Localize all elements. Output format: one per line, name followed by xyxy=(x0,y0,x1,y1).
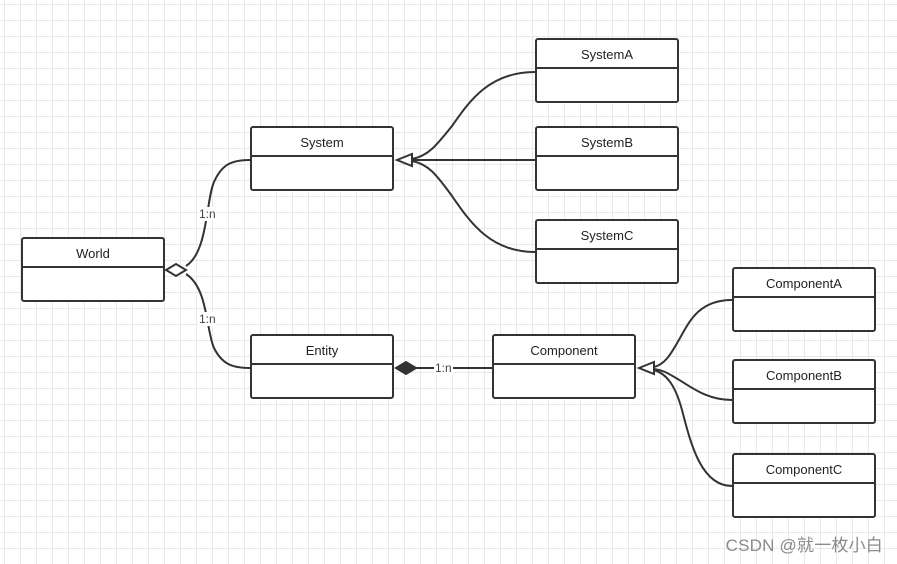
class-body xyxy=(537,69,677,101)
class-entity[interactable]: Entity xyxy=(250,334,394,399)
class-name: ComponentC xyxy=(734,455,874,484)
multiplicity-world-system: 1:n xyxy=(198,207,217,221)
class-system[interactable]: System xyxy=(250,126,394,191)
class-component-c[interactable]: ComponentC xyxy=(732,453,876,518)
class-system-a[interactable]: SystemA xyxy=(535,38,679,103)
class-name: ComponentB xyxy=(734,361,874,390)
class-body xyxy=(252,365,392,397)
class-body xyxy=(734,484,874,516)
edge-world-entity xyxy=(185,273,251,369)
class-component[interactable]: Component xyxy=(492,334,636,399)
class-name: SystemC xyxy=(537,221,677,250)
multiplicity-entity-component: 1:n xyxy=(434,361,453,375)
watermark: CSDN @就一枚小白 xyxy=(725,536,883,555)
generalization-arrow-system xyxy=(394,152,413,168)
class-body xyxy=(734,390,874,422)
class-name: World xyxy=(23,239,163,268)
class-world[interactable]: World xyxy=(21,237,165,302)
class-body xyxy=(23,268,163,300)
class-body xyxy=(734,298,874,330)
class-name: SystemB xyxy=(537,128,677,157)
edge-componentb-component xyxy=(653,368,733,401)
edge-componentc-component xyxy=(653,369,733,487)
composition-diamond xyxy=(394,360,418,376)
multiplicity-world-entity: 1:n xyxy=(198,312,217,326)
class-body xyxy=(494,365,634,397)
generalization-arrow-component xyxy=(636,360,655,376)
aggregation-diamond xyxy=(164,262,188,278)
class-name: System xyxy=(252,128,392,157)
class-body xyxy=(537,250,677,282)
edge-systemc-system xyxy=(411,160,536,253)
class-body xyxy=(537,157,677,189)
class-component-b[interactable]: ComponentB xyxy=(732,359,876,424)
class-name: ComponentA xyxy=(734,269,874,298)
class-name: SystemA xyxy=(537,40,677,69)
class-name: Entity xyxy=(252,336,392,365)
class-system-c[interactable]: SystemC xyxy=(535,219,679,284)
class-body xyxy=(252,157,392,189)
class-name: Component xyxy=(494,336,634,365)
edge-componenta-component xyxy=(653,299,733,368)
class-system-b[interactable]: SystemB xyxy=(535,126,679,191)
edge-world-system xyxy=(185,159,251,267)
edge-systema-system xyxy=(411,71,536,160)
class-component-a[interactable]: ComponentA xyxy=(732,267,876,332)
